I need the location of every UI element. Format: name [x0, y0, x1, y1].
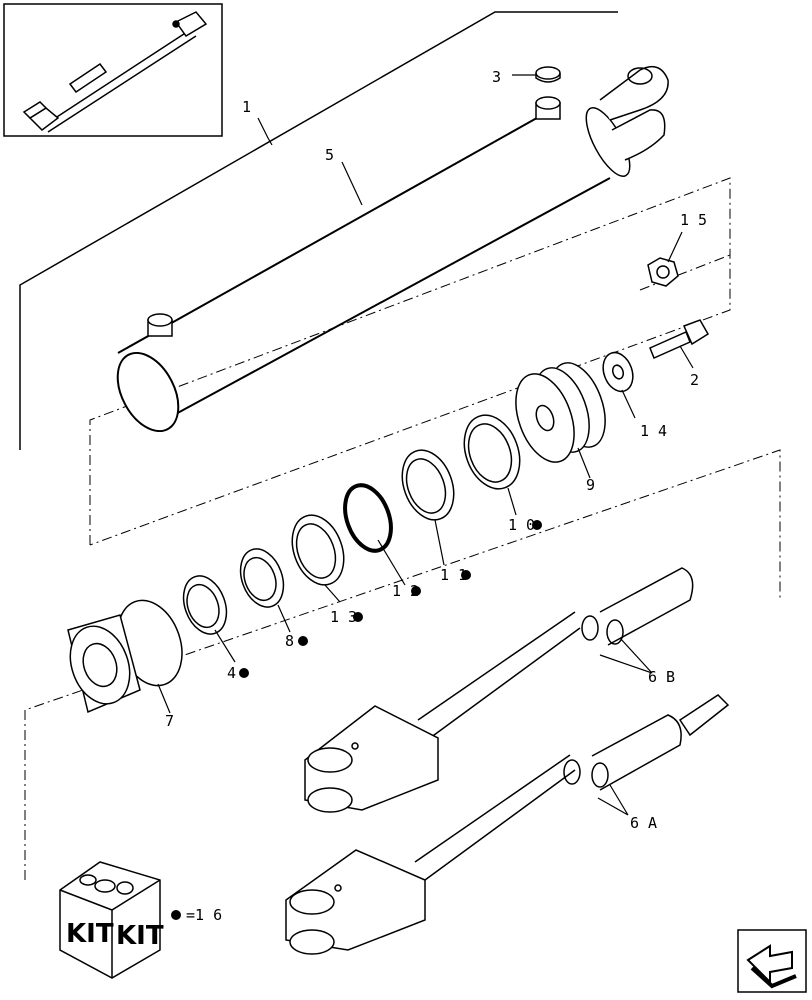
- seal-rings: [182, 414, 521, 635]
- callout-4: 4: [227, 664, 236, 682]
- callout-10: 1 0: [508, 516, 535, 534]
- callout-1: 1: [242, 98, 251, 116]
- callout-6a: 6 A: [630, 814, 657, 832]
- kit-label-left: KIT: [66, 919, 114, 949]
- callout-15: 1 5: [680, 211, 707, 229]
- nut-part: [647, 257, 679, 287]
- callout-11: 1 1: [440, 566, 467, 584]
- callout-7: 7: [165, 712, 174, 730]
- callout-13: 1 3: [330, 608, 357, 626]
- callout-5: 5: [325, 146, 334, 164]
- kit-markers: [239, 520, 542, 678]
- assembly-thumbnail: [3, 3, 223, 137]
- callout-8: 8: [285, 632, 294, 650]
- assembly-bracket: [19, 11, 618, 450]
- piston-part: [515, 362, 606, 463]
- rod-6a: [285, 694, 730, 955]
- leader-lines: [157, 74, 694, 816]
- kit-legend: =1 6: [171, 906, 222, 924]
- kit-legend-text: =1 6: [186, 906, 222, 924]
- callout-14: 1 4: [640, 422, 667, 440]
- callout-3: 3: [492, 68, 501, 86]
- kit-box-icon: KIT KIT: [59, 861, 164, 979]
- rod-6b: [304, 567, 694, 813]
- kit-label-right: KIT: [116, 921, 164, 951]
- callout-labels: 1 5 3 1 5 2 1 4 9 1 0 1 1 1 2 1 3 8 4 7 …: [165, 68, 707, 832]
- callout-9: 9: [586, 476, 595, 494]
- gland-part: [67, 599, 183, 714]
- bolt-part: [649, 319, 710, 360]
- callout-2: 2: [690, 371, 699, 389]
- callout-6b: 6 B: [648, 668, 675, 686]
- next-page-arrow-icon[interactable]: [737, 929, 807, 993]
- callout-12: 1 2: [392, 582, 419, 600]
- barrel-tube: [116, 65, 669, 433]
- washer-part: [602, 351, 634, 393]
